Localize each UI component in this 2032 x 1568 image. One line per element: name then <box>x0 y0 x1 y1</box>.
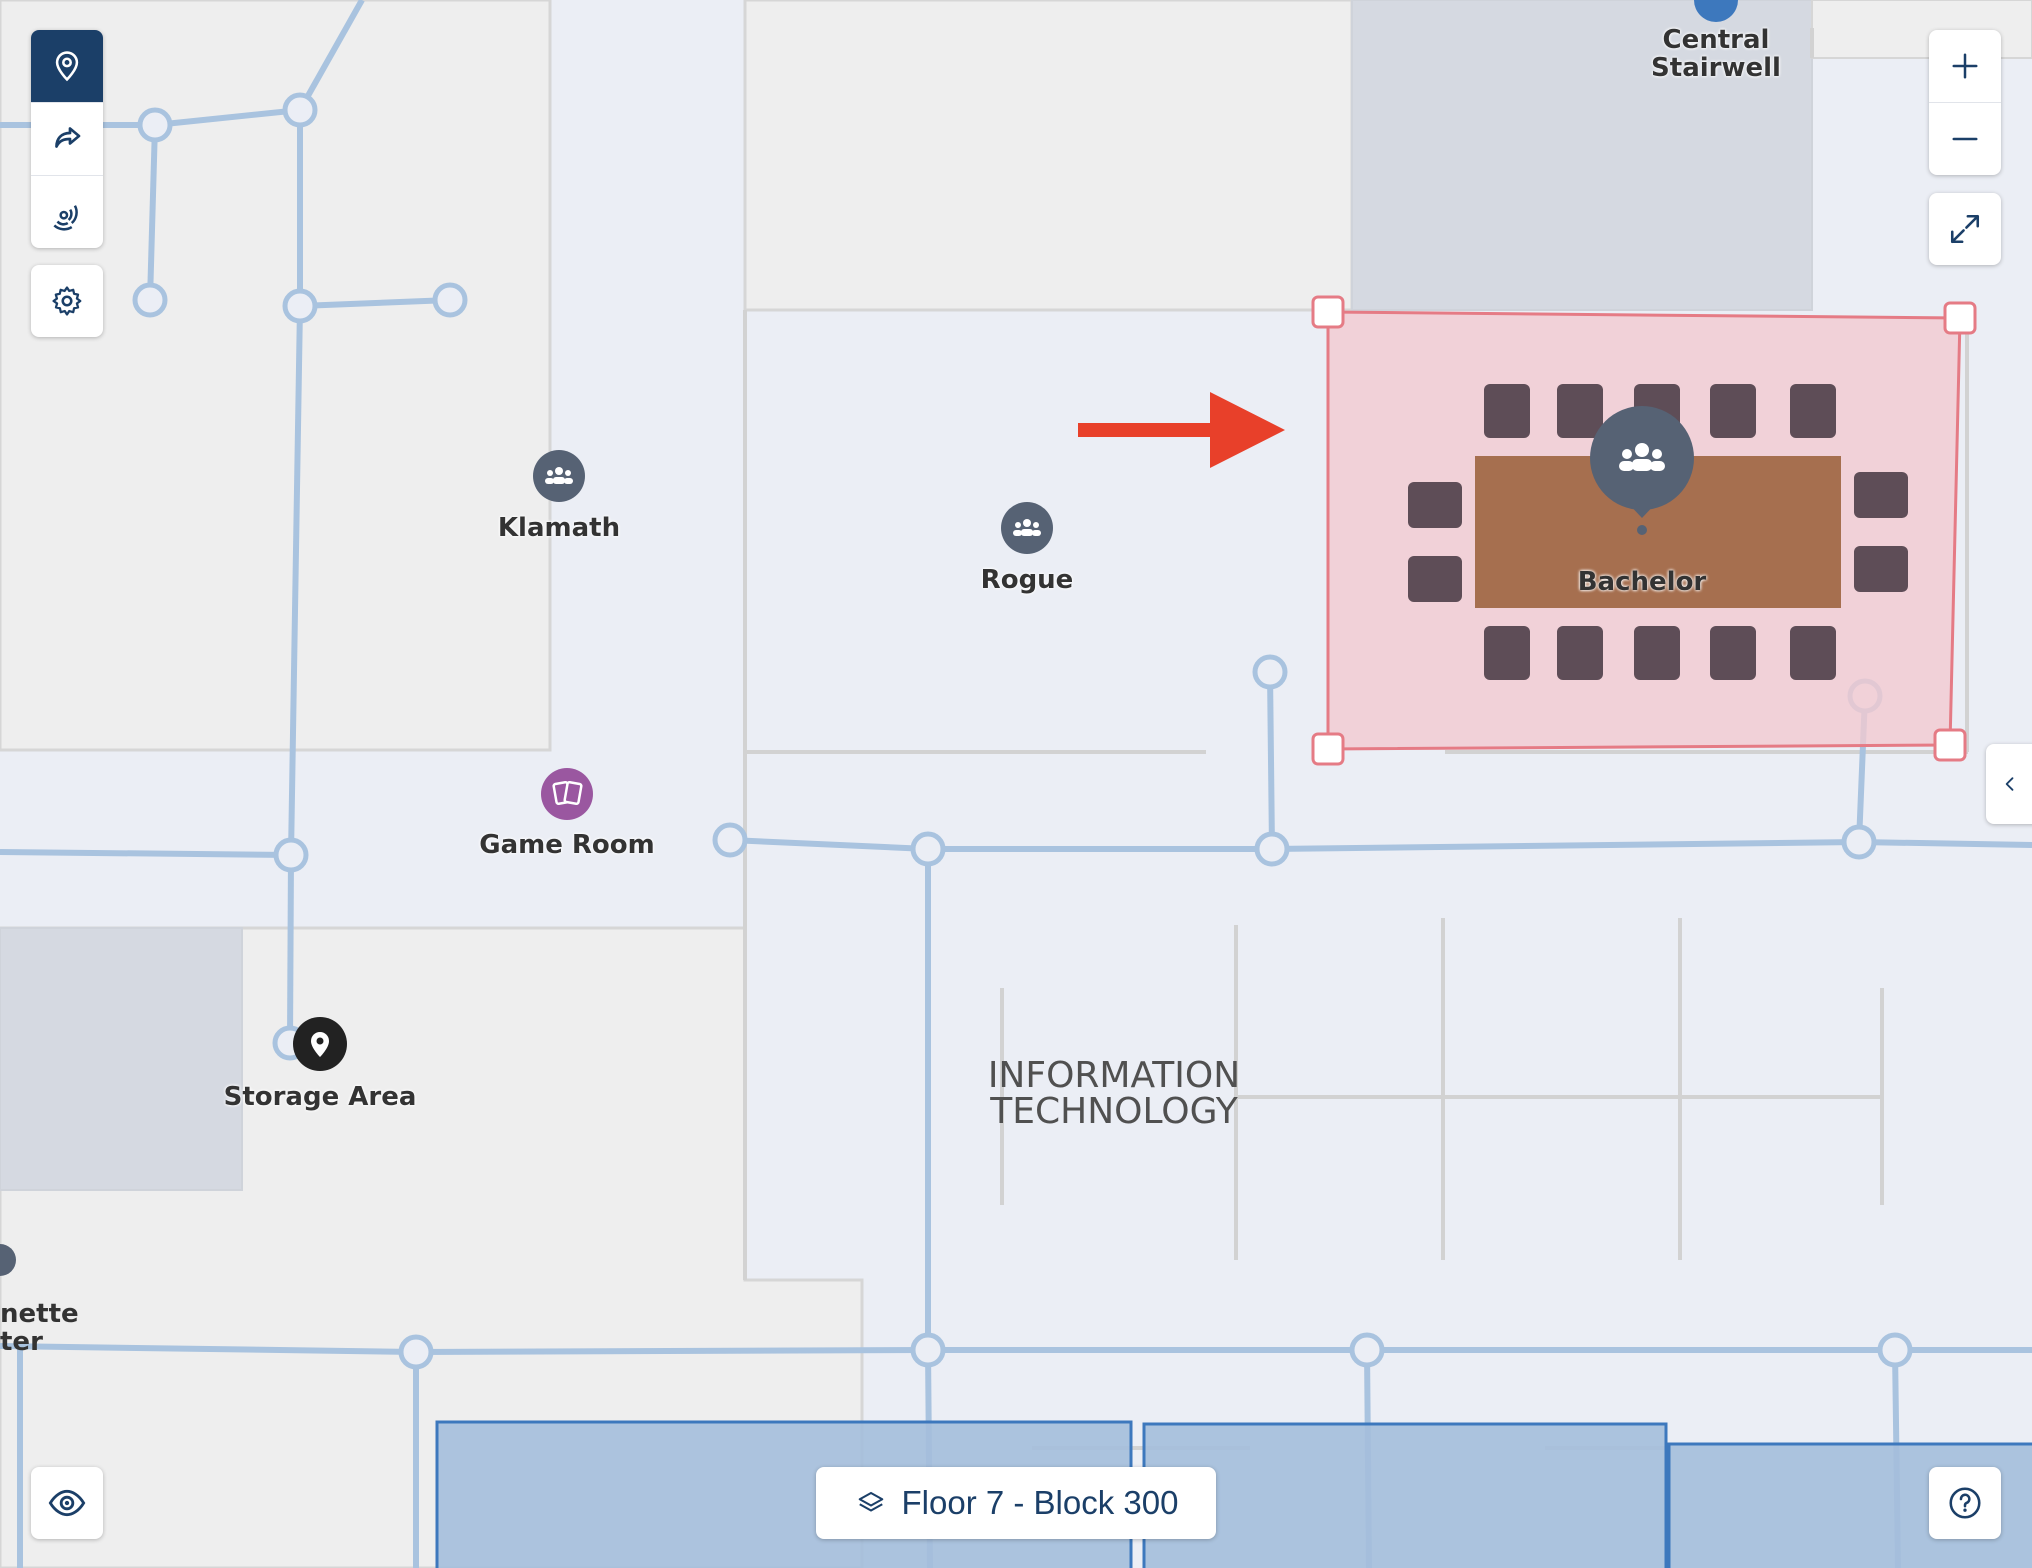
label-info-tech-line1: INFORMATION <box>987 1055 1241 1096</box>
share-arrow-icon <box>55 127 81 148</box>
marker-central-stairwell[interactable] <box>1694 0 1738 22</box>
desk-blocks[interactable] <box>435 1420 2032 1568</box>
tool-beacon-button[interactable] <box>31 176 103 248</box>
label-info-tech-line2: TECHNOLOGY <box>990 1091 1238 1132</box>
eye-icon <box>48 1489 86 1517</box>
settings-button[interactable] <box>31 265 103 337</box>
plus-icon <box>1952 53 1978 79</box>
tool-location-button[interactable] <box>31 30 103 103</box>
marker-rogue[interactable] <box>1001 502 1053 554</box>
signal-beacon-icon <box>53 205 78 231</box>
people-group-icon <box>545 467 573 484</box>
label-central-stairwell-line2: Stairwell <box>1651 53 1781 83</box>
marker-bachelor[interactable] <box>1590 406 1694 535</box>
people-group-icon <box>1013 519 1041 536</box>
playing-cards-icon <box>552 781 583 805</box>
resize-handles[interactable] <box>1311 295 1977 766</box>
location-pin-icon <box>55 51 79 82</box>
label-kitchenette: nette ter <box>0 1300 79 1356</box>
zoom-controls <box>1929 30 2001 175</box>
fullscreen-button[interactable] <box>1929 193 2001 265</box>
question-circle-icon <box>1949 1487 1981 1519</box>
chevron-left-icon <box>2005 777 2014 791</box>
map-pin-icon <box>311 1032 329 1057</box>
gear-icon <box>52 286 82 316</box>
storage-area-room[interactable] <box>0 927 243 1191</box>
label-bachelor: Bachelor <box>1577 567 1707 597</box>
label-information-technology: INFORMATION TECHNOLOGY <box>988 1058 1240 1130</box>
label-central-stairwell: Central Stairwell <box>1651 26 1781 82</box>
help-button[interactable] <box>1929 1467 2001 1539</box>
floor-selector-label: Floor 7 - Block 300 <box>901 1484 1179 1521</box>
room-north[interactable] <box>743 0 1354 312</box>
people-group-icon <box>1619 443 1665 471</box>
minus-icon <box>1952 137 1978 141</box>
stairwell-area[interactable] <box>1351 0 1813 311</box>
label-central-stairwell-line1: Central <box>1662 25 1770 55</box>
chairs <box>1408 384 1908 680</box>
layers-icon <box>858 1491 883 1512</box>
expand-icon <box>1950 214 1980 244</box>
label-storage-area: Storage Area <box>223 1082 417 1112</box>
label-klamath: Klamath <box>497 513 621 543</box>
label-game-room: Game Room <box>479 830 655 860</box>
marker-klamath[interactable] <box>533 450 585 502</box>
marker-kitchenette[interactable] <box>0 1244 16 1276</box>
map-tools-toolbar <box>31 30 103 248</box>
zoom-out-button[interactable] <box>1929 103 2001 175</box>
label-kitchenette-line1: nette <box>0 1299 79 1329</box>
red-arrow-icon <box>1078 392 1285 468</box>
floor-selector-button[interactable]: Floor 7 - Block 300 <box>816 1467 1216 1539</box>
label-kitchenette-line2: ter <box>0 1327 43 1357</box>
visibility-button[interactable] <box>31 1467 103 1539</box>
label-rogue: Rogue <box>980 565 1074 595</box>
side-panel-toggle[interactable] <box>1986 744 2032 824</box>
tool-route-button[interactable] <box>31 103 103 176</box>
zoom-in-button[interactable] <box>1929 30 2001 103</box>
